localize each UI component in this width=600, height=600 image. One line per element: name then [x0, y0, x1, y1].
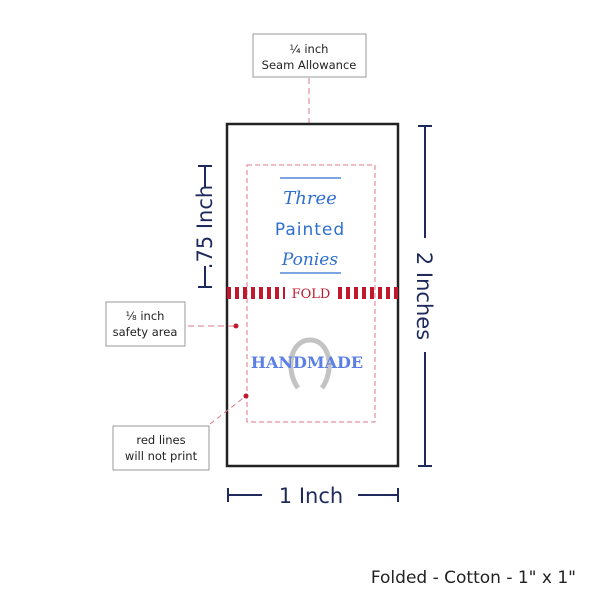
callout-text: will not print	[125, 449, 198, 463]
seam-allowance-callout: ¼ inch Seam Allowance	[252, 33, 367, 148]
brand-text-ponies: Ponies	[281, 250, 338, 270]
safety-area-callout: ⅛ inch safety area	[105, 301, 239, 347]
width-dimension	[227, 488, 399, 502]
handmade-text: HANDMADE	[251, 353, 363, 372]
brand-text-painted: Painted	[275, 220, 345, 240]
fold-text: FOLD	[292, 287, 331, 302]
callout-text: ⅛ inch	[126, 309, 165, 323]
callout-text: ¼ inch	[290, 42, 329, 56]
caption: Folded - Cotton - 1" x 1"	[371, 568, 576, 588]
horseshoe-icon	[288, 337, 332, 390]
callout-text: Seam Allowance	[262, 58, 357, 72]
fold-height-label: .75 Inch	[193, 185, 217, 269]
red-lines-callout: red lines will not print	[112, 393, 249, 471]
height-dimension	[418, 125, 432, 467]
height-label: 2 Inches	[412, 252, 436, 340]
callout-text: safety area	[113, 325, 178, 339]
fold-line: FOLD	[227, 287, 398, 302]
callout-box	[252, 33, 367, 78]
width-label: 1 Inch	[279, 484, 343, 508]
callout-text: red lines	[136, 433, 185, 447]
fold-height-dimension	[198, 165, 212, 288]
brand-text-three: Three	[283, 188, 337, 209]
